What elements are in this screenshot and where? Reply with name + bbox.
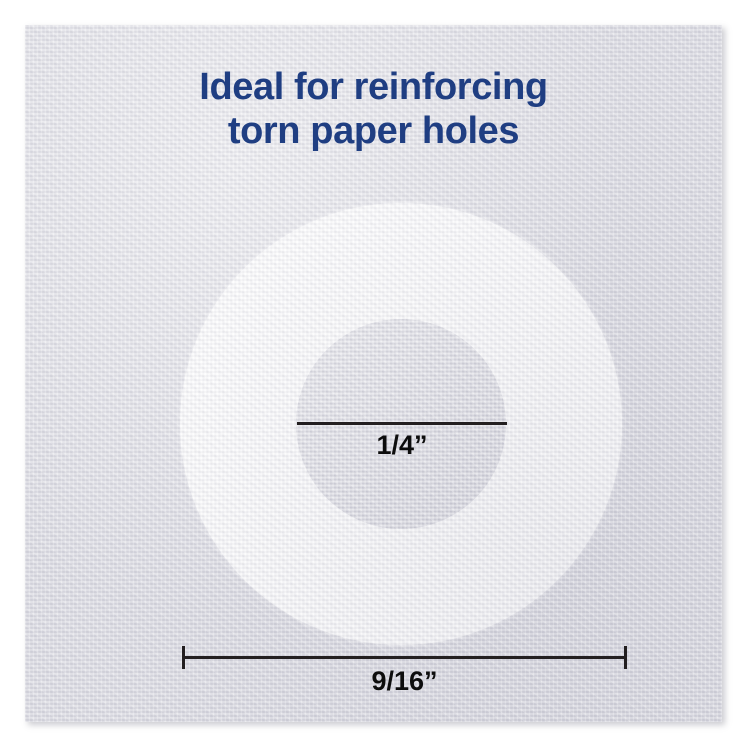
outer-diameter-dimension-line <box>182 656 627 659</box>
outer-dimension-cap-left <box>182 646 185 669</box>
inner-diameter-dimension-line <box>297 422 507 425</box>
headline-line-1: Ideal for reinforcing <box>199 66 548 108</box>
inner-diameter-label: 1/4” <box>376 430 428 460</box>
headline: Ideal for reinforcing torn paper holes <box>25 65 722 154</box>
textured-background-panel: Ideal for reinforcing torn paper holes 1… <box>25 25 722 722</box>
outer-diameter-label: 9/16” <box>371 666 438 696</box>
outer-dimension-cap-right <box>624 646 627 669</box>
headline-line-2: torn paper holes <box>227 110 520 153</box>
